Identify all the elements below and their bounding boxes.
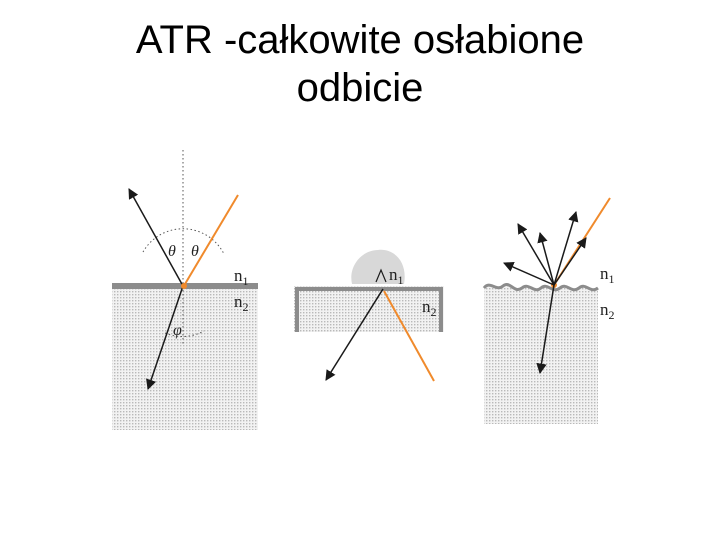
angle-arc-bottom (164, 330, 205, 337)
penetration-mark (375, 268, 387, 283)
rough-surface (482, 283, 599, 292)
scatter-arrow-3 (553, 210, 579, 286)
n2-label: n2 (600, 300, 615, 322)
medium2-region (112, 289, 258, 430)
scatter-arrow-5 (503, 262, 555, 286)
panel-attenuated-reflection: n1 n2 (294, 249, 444, 382)
panel-reflection-refraction: θ θ φ n1 n2 (112, 150, 258, 430)
scatter-arrow-4 (553, 237, 587, 286)
refracted-arrow (536, 284, 555, 375)
n1-label: n1 (389, 265, 404, 287)
refracted-arrow (146, 285, 184, 390)
n1-label: n1 (234, 266, 249, 288)
sample-droplet (351, 249, 405, 284)
rough-medium-region (484, 284, 598, 424)
theta-incidence-label: θ (168, 243, 176, 260)
title-line-2: odbicie (296, 66, 424, 110)
reflected-arrow (128, 188, 184, 287)
incidence-point (181, 283, 187, 289)
n1-label: n1 (600, 264, 615, 286)
reflected-arrow (325, 288, 384, 381)
panel-diffuse-reflection: n1 n2 (482, 197, 615, 424)
crystal-outline (295, 287, 443, 332)
incident-beam (184, 194, 239, 285)
crystal-region (294, 286, 444, 332)
n2-label: n2 (422, 297, 437, 319)
n2-label: n2 (234, 292, 249, 314)
angle-arc-top (142, 228, 225, 255)
phi-refraction-label: φ (173, 322, 182, 339)
incident-beam (383, 290, 435, 382)
theta-reflection-label: θ (191, 243, 199, 260)
scatter-arrow-1 (517, 223, 555, 286)
slide-title: ATR -całkowite osłabione odbicie (0, 16, 720, 112)
scatter-arrow-2 (537, 231, 555, 286)
title-line-1: ATR -całkowite osłabione (135, 18, 585, 62)
